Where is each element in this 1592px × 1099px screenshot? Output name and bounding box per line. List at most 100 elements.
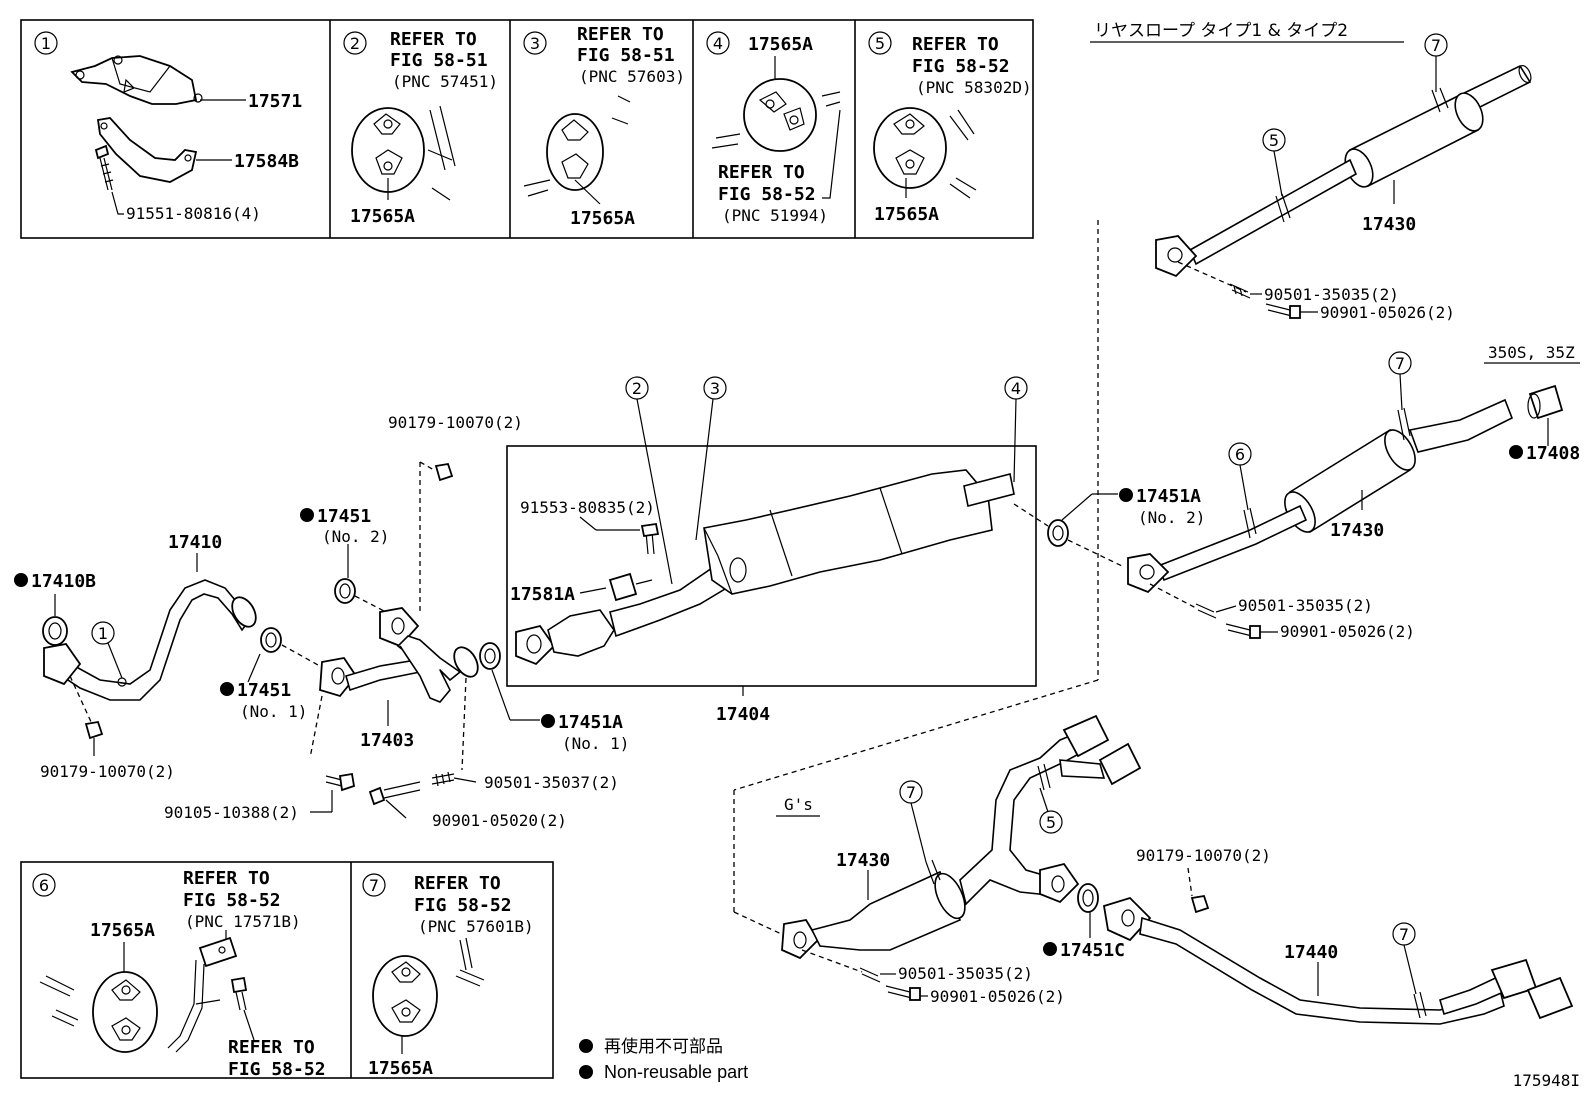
part-17410b: 17410B [31,571,96,592]
legend-jp: 再使用不可部品 [604,1036,723,1057]
refer-pnc: (PNC 58302D) [916,78,1032,97]
detail-box-2: 2 REFER TO FIG 58-51 (PNC 57451) 17565A [343,29,498,227]
callout-7: 7 [1399,925,1409,944]
part-17565a: 17565A [570,208,635,229]
callout-6: 6 [39,876,49,895]
part-17581a: 17581A [510,584,575,605]
bolt-91551-80816: 91551-80816(4) [126,204,261,223]
part-17571: 17571 [248,91,302,112]
refer-label: REFER TO [183,868,270,889]
callout-5: 5 [1269,131,1279,150]
callout-3: 3 [530,34,540,53]
refer-label: REFER TO [577,24,664,45]
part-17451-no2: 17451 [317,506,371,527]
part-17440: 17440 [1284,942,1338,963]
callout-7: 7 [906,783,916,802]
callout-7: 7 [1395,354,1405,373]
callout-1: 1 [98,624,108,643]
detail-box-3: 3 REFER TO FIG 58-51 (PNC 57603) 17565A [523,24,685,229]
refer-fig: FIG 58-52 [183,890,281,911]
refer-pnc: (PNC 57601B) [418,917,534,936]
nut-90501-35037: 90501-35037(2) [484,773,619,792]
detail-box-6: 6 REFER TO FIG 58-52 (PNC 17571B) 17565A… [32,868,326,1080]
part-17565a: 17565A [874,204,939,225]
part-17430: 17430 [1330,520,1384,541]
callout-2: 2 [350,34,360,53]
refer-fig: FIG 58-52 [718,184,816,205]
refer-label: REFER TO [718,162,805,183]
non-reusable-bullet [579,1065,593,1079]
detail-boxes-top [20,19,1034,239]
callout-3: 3 [710,379,720,398]
refer-pnc: (PNC 17571B) [185,912,301,931]
gs-variant: G's 7 5 17430 90501-35035(2) [776,714,1574,1025]
callout-2: 2 [632,379,642,398]
part-17451c: 17451C [1060,940,1125,961]
legend: 再使用不可部品 Non-reusable part [579,1036,748,1082]
part-17404: 17404 [716,704,770,725]
part-17451-no1: 17451 [237,680,291,701]
refer-fig: FIG 58-52 [912,56,1010,77]
detail-boxes-bottom [20,861,554,1079]
detail-box-1: 1 17571 17584B 91551-80816(4) [34,31,302,223]
callout-1: 1 [41,34,51,53]
part-17430: 17430 [1362,214,1416,235]
refer-fig: FIG 58-51 [390,50,488,71]
bolt-90901-05026: 90901-05026(2) [1280,622,1415,641]
callout-5: 5 [1046,813,1056,832]
refer-fig: FIG 58-52 [414,895,512,916]
part-17451-no2-sub: (No. 2) [322,527,389,546]
nut-90501-35035: 90501-35035(2) [1264,285,1399,304]
bolt-90901-05026: 90901-05026(2) [1320,303,1455,322]
legend-en: Non-reusable part [604,1062,748,1082]
part-17565a: 17565A [90,920,155,941]
part-17403: 17403 [360,730,414,751]
part-17430: 17430 [836,850,890,871]
part-17451-no1-sub: (No. 1) [240,702,307,721]
callout-5: 5 [875,34,885,53]
callout-4: 4 [1011,379,1021,398]
callout-6: 6 [1235,445,1245,464]
non-reusable-bullet [579,1039,593,1053]
assembly-17404-box [506,445,1037,687]
refer-pnc: (PNC 57603) [579,67,685,86]
part-17584b: 17584B [234,151,299,172]
bolt-91553-80835: 91553-80835(2) [520,498,655,517]
nut-90501-35035: 90501-35035(2) [1238,596,1373,615]
part-17451a-no1: 17451A [558,712,623,733]
nut-90501-35035: 90501-35035(2) [898,964,1033,983]
bolt-90901-05026: 90901-05026(2) [930,987,1065,1006]
part-17565a: 17565A [368,1058,433,1079]
gs-label: G's [784,795,813,814]
part-17451a-no2: 17451A [1136,486,1201,507]
part-17565a: 17565A [350,206,415,227]
callout-7: 7 [369,876,379,895]
grade-350s-variant: 350S, 35Z 17408 6 7 17430 90501-35035(2) [1127,343,1580,641]
refer-fig: FIG 58-52 [228,1059,326,1080]
part-17410: 17410 [168,532,222,553]
nut-90179-10070: 90179-10070(2) [40,762,175,781]
callout-7: 7 [1431,36,1441,55]
refer-pnc: (PNC 57451) [392,72,498,91]
detail-box-5: 5 REFER TO FIG 58-52 (PNC 58302D) 17565A [868,31,1032,225]
callout-4: 4 [713,34,723,53]
nut-90179-10070-right: 90179-10070(2) [1136,846,1271,865]
rear-slope-variant: リヤスロープ タイプ1 & タイプ2 5 7 17430 90501-35035… [1090,21,1532,322]
refer-label: REFER TO [228,1037,315,1058]
figure-id: 175948I [1513,1071,1580,1090]
bolt-90105-10388: 90105-10388(2) [164,803,299,822]
refer-pnc: (PNC 51994) [722,206,828,225]
detail-box-4: 4 17565A REFER TO FIG 58-52 (PNC 51994) [706,31,841,225]
main-exhaust-assembly: 17404 17410B 1 17410 90179-10070(2) 1745… [14,220,1205,939]
part-17451a-no1-sub: (No. 1) [562,734,629,753]
nut-90179-10070-top: 90179-10070(2) [388,413,523,432]
refer-fig: FIG 58-51 [577,45,675,66]
part-17565a: 17565A [748,34,813,55]
refer-label: REFER TO [414,873,501,894]
part-17408: 17408 [1526,443,1580,464]
bolt-90901-05020: 90901-05020(2) [432,811,567,830]
part-17451a-no2-sub: (No. 2) [1138,508,1205,527]
rear-slope-label: リヤスロープ タイプ1 & タイプ2 [1094,21,1348,41]
refer-label: REFER TO [912,34,999,55]
